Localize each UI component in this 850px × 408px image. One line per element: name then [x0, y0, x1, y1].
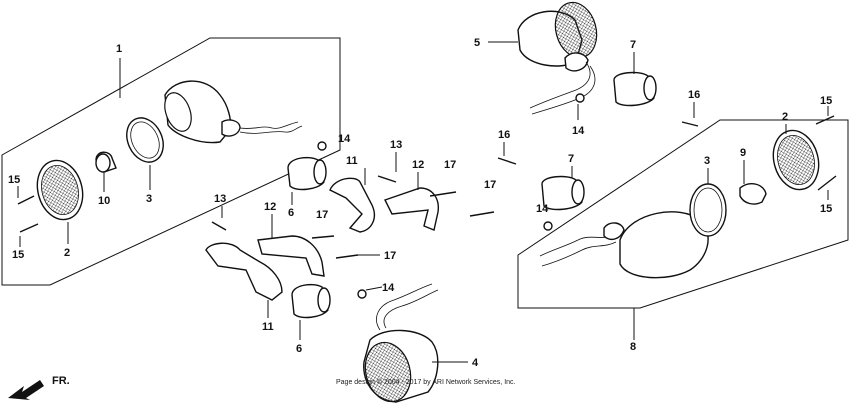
label-15: 15 — [820, 203, 832, 215]
label-8: 8 — [630, 341, 636, 353]
lower-turn-signal — [363, 283, 468, 403]
right-turn-signal-assembly — [517, 106, 849, 340]
upper-turn-signal — [488, 1, 699, 231]
label-17: 17 — [484, 179, 496, 191]
label-6: 6 — [288, 207, 294, 219]
label-3: 3 — [146, 193, 152, 205]
label-14: 14 — [536, 203, 549, 215]
label-14: 14 — [382, 282, 395, 294]
label-11: 11 — [346, 155, 358, 167]
label-13: 13 — [214, 193, 226, 205]
label-7: 7 — [568, 153, 574, 165]
label-3: 3 — [704, 155, 710, 167]
label-14: 14 — [572, 125, 585, 137]
label-12: 12 — [412, 159, 424, 171]
label-17: 17 — [384, 250, 396, 262]
label-11: 11 — [262, 321, 274, 333]
label-7: 7 — [630, 39, 636, 51]
label-12: 12 — [264, 201, 276, 213]
label-15: 15 — [12, 249, 24, 261]
center-bracket-parts — [205, 141, 495, 340]
label-14: 14 — [338, 133, 351, 145]
label-9: 9 — [740, 147, 746, 159]
label-2: 2 — [782, 111, 788, 123]
left-turn-signal-assembly — [1, 37, 341, 286]
label-1: 1 — [116, 43, 122, 55]
front-direction-indicator: FR. — [8, 375, 70, 400]
footer-copyright: Page design © 2004 - 2017 by ARI Network… — [336, 378, 516, 386]
direction-label: FR. — [52, 375, 70, 387]
part-number-labels: 1 2 2 3 3 4 5 6 6 7 7 8 9 10 11 11 12 12… — [8, 37, 832, 369]
front-arrow-icon — [8, 380, 44, 400]
label-10: 10 — [98, 195, 110, 207]
label-16: 16 — [688, 89, 700, 101]
label-15: 15 — [820, 95, 832, 107]
label-15: 15 — [8, 174, 20, 186]
label-4: 4 — [472, 357, 479, 369]
label-17: 17 — [316, 209, 328, 221]
label-6: 6 — [296, 343, 302, 355]
label-17: 17 — [444, 159, 456, 171]
label-2: 2 — [64, 247, 70, 259]
label-5: 5 — [474, 37, 480, 49]
label-16: 16 — [498, 129, 510, 141]
label-13: 13 — [390, 139, 402, 151]
